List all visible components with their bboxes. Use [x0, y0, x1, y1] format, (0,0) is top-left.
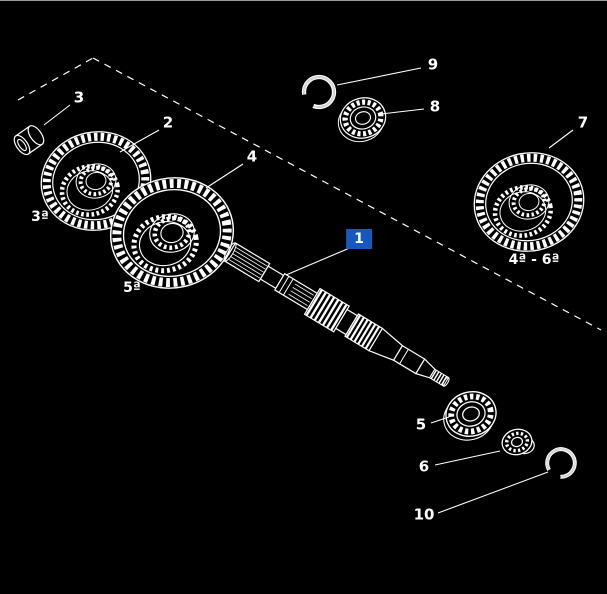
- gear-2-ratio-label: 3ª: [31, 209, 49, 225]
- main-shaft-part-1: [223, 242, 450, 387]
- callout-5[interactable]: 5: [415, 415, 427, 434]
- callout-leader-lines: [43, 67, 574, 514]
- callout-4[interactable]: 4: [246, 147, 258, 166]
- snap-ring-part-9: [298, 71, 340, 113]
- group-boundary-dashed-line: [17, 57, 602, 331]
- gear-part-7-4th-6th: [465, 143, 593, 262]
- bearing-part-5: [438, 386, 502, 445]
- gear-4-ratio-label: 5ª: [123, 280, 141, 296]
- callout-2[interactable]: 2: [162, 113, 174, 132]
- bushing-part-3: [10, 122, 48, 158]
- callout-7[interactable]: 7: [577, 113, 589, 132]
- bearing-part-8: [333, 93, 391, 147]
- callout-6[interactable]: 6: [418, 457, 430, 476]
- callout-1-selected[interactable]: 1: [346, 229, 372, 249]
- bolt-part-6: [497, 424, 538, 461]
- callout-10[interactable]: 10: [413, 505, 435, 524]
- callout-3[interactable]: 3: [73, 88, 85, 107]
- callout-8[interactable]: 8: [429, 97, 441, 116]
- snap-ring-part-10: [539, 441, 583, 485]
- gear-7-ratio-label: 4ª - 6ª: [508, 252, 560, 268]
- callout-9[interactable]: 9: [427, 55, 439, 74]
